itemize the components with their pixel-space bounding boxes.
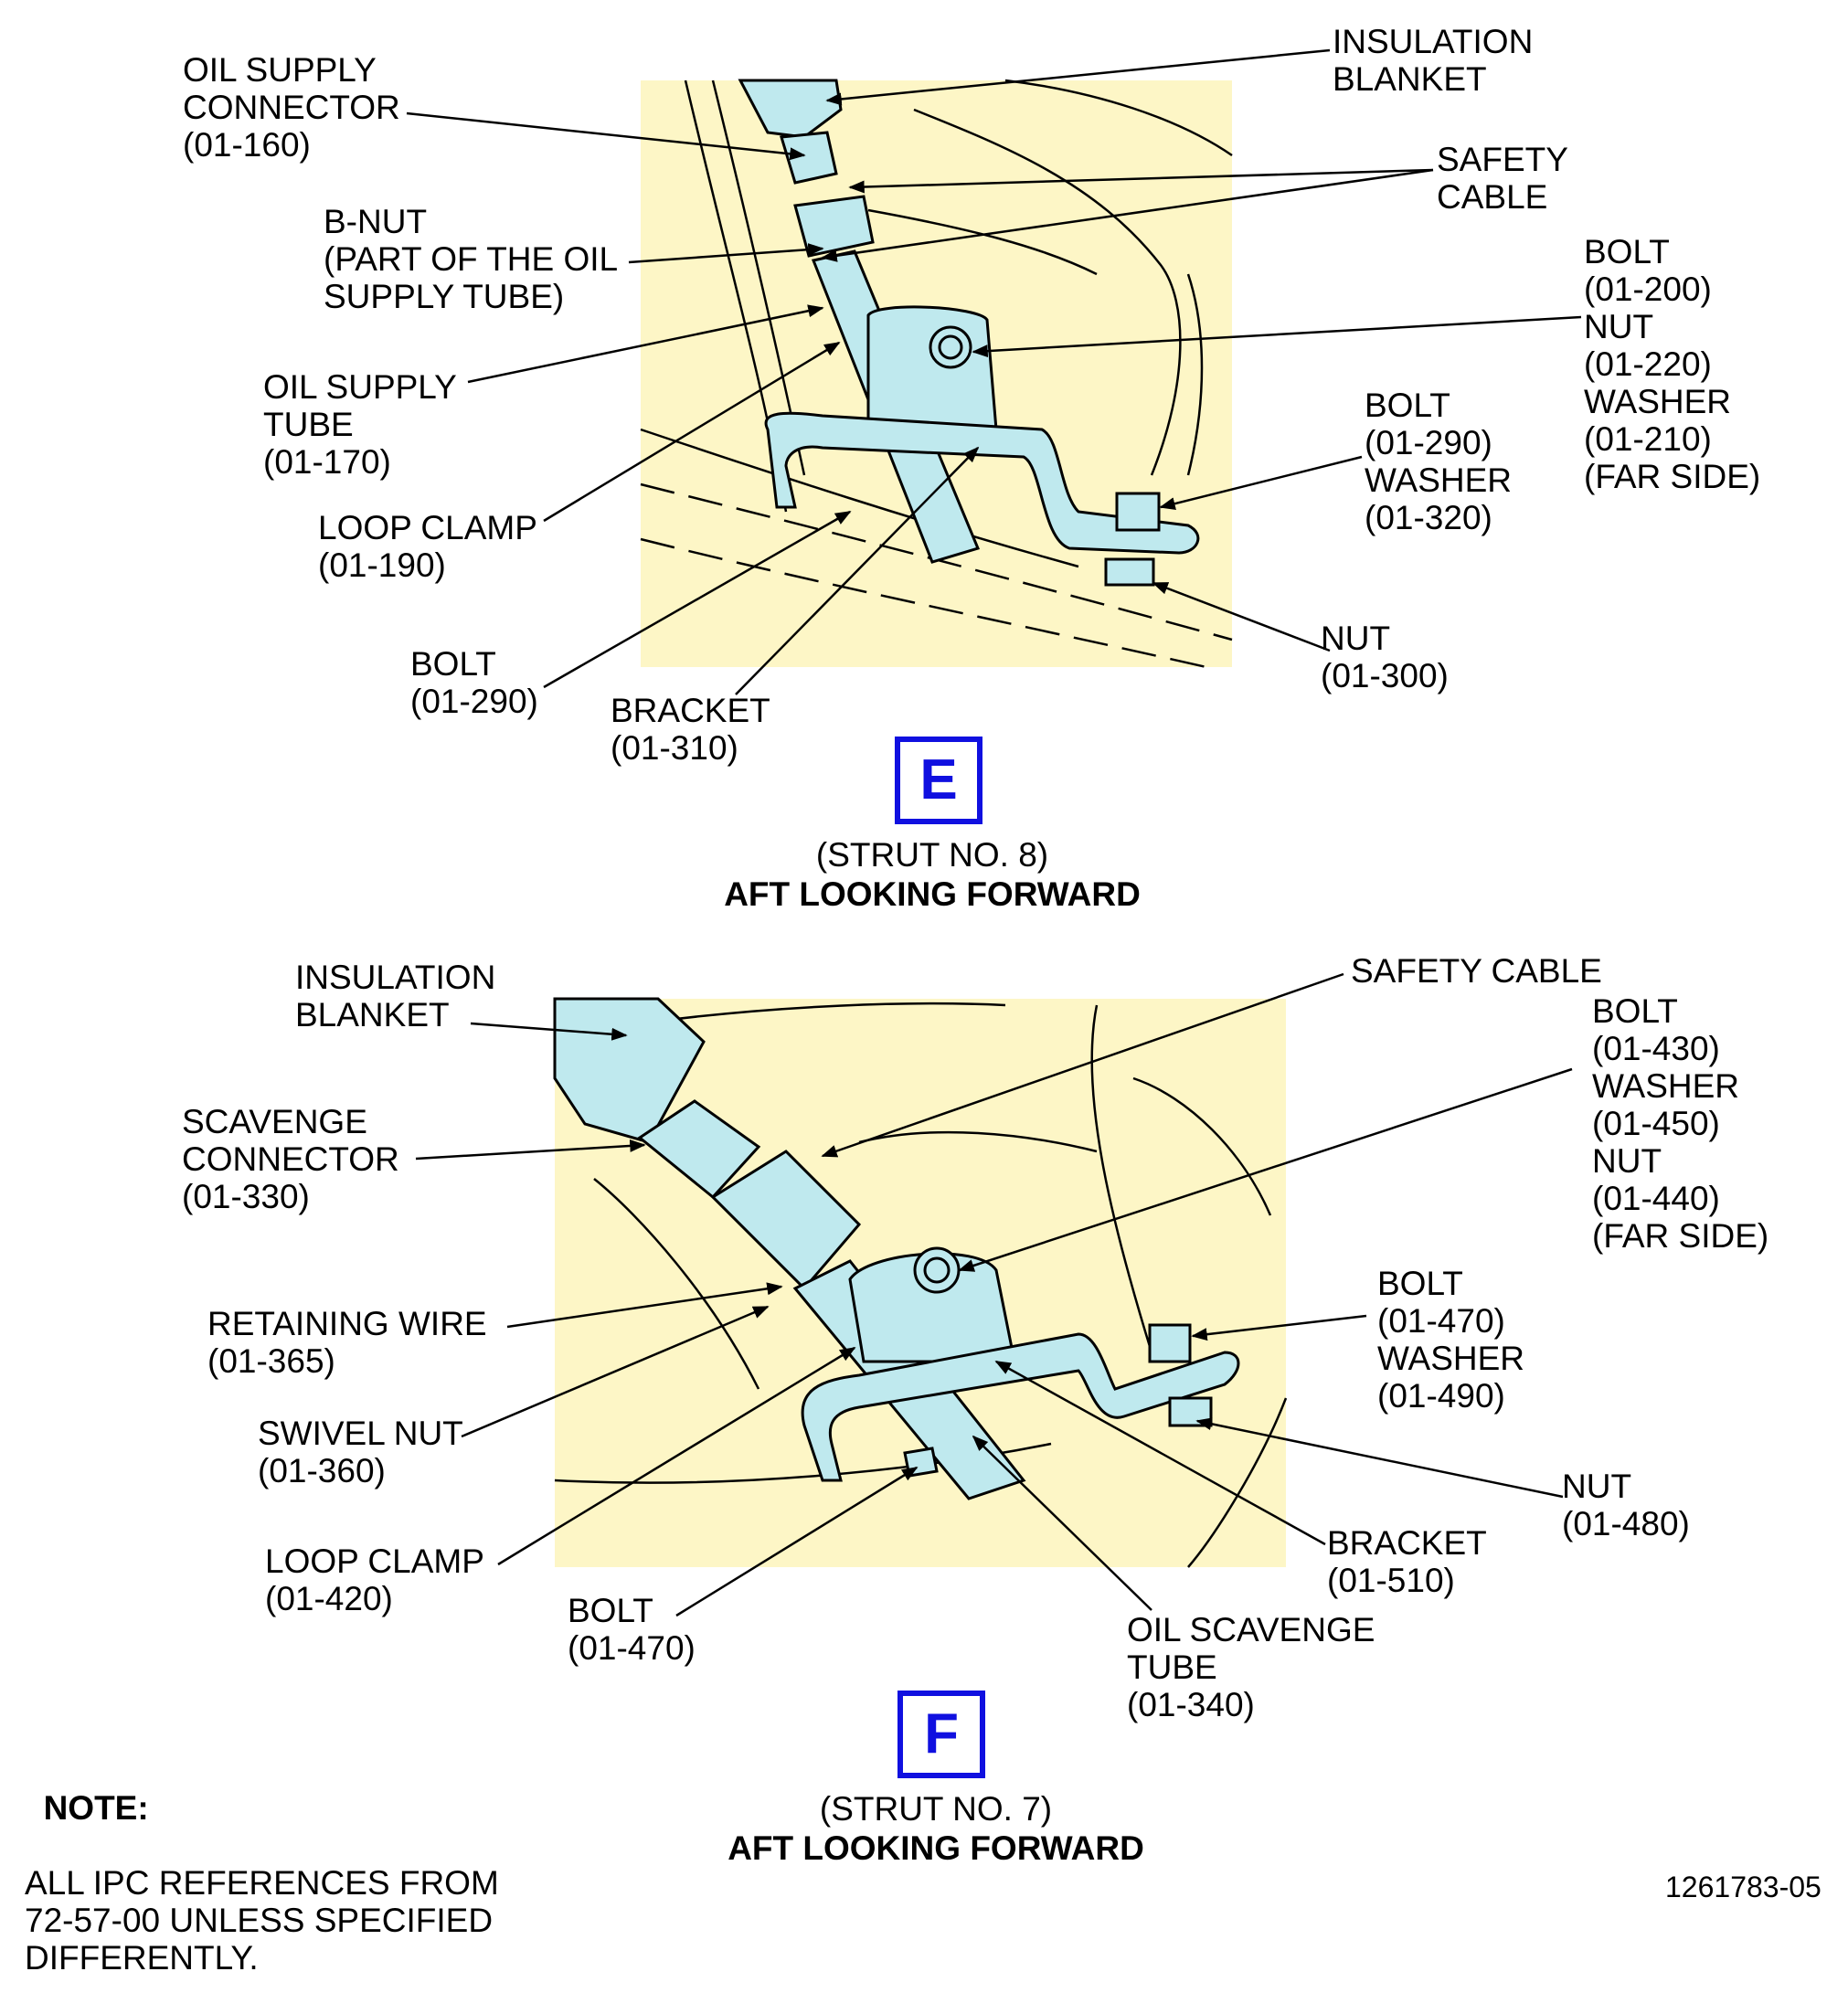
label-bracket-e: BRACKET (01-310) — [611, 692, 770, 767]
label-bolt-washer-f: BOLT (01-470) WASHER (01-490) — [1377, 1265, 1525, 1415]
bolt-01-200-shape — [929, 325, 972, 369]
label-oil-supply-tube: OIL SUPPLY TUBE (01-170) — [263, 368, 457, 481]
label-nut-f: NUT (01-480) — [1562, 1468, 1690, 1542]
label-swivel-nut: SWIVEL NUT (01-360) — [258, 1415, 463, 1489]
b-nut-shape — [793, 195, 875, 258]
label-oil-supply-connector: OIL SUPPLY CONNECTOR (01-160) — [183, 51, 400, 164]
scavenge-connector-shape — [637, 1099, 761, 1200]
label-bolt-e: BOLT (01-290) — [410, 645, 538, 720]
illustration — [406, 48, 1582, 1617]
bolt-01-290-washer-shape — [1115, 492, 1161, 532]
view-e-drawing — [406, 48, 1582, 695]
bracket-shape — [866, 305, 998, 431]
view-e-heading: AFT LOOKING FORWARD — [724, 875, 1141, 913]
label-scavenge-connector: SCAVENGE CONNECTOR (01-330) — [182, 1103, 399, 1215]
label-bolt-washer-e: BOLT (01-290) WASHER (01-320) — [1365, 387, 1513, 536]
figure-id: 1261783-05 — [1665, 1871, 1821, 1903]
label-bolt-washer-nut-f: BOLT (01-430) WASHER (01-450) NUT (01-44… — [1592, 992, 1769, 1255]
insulation-blanket-shape — [738, 79, 843, 139]
label-bolt-nut-washer-e: BOLT (01-200) NUT (01-220) WASHER (01-21… — [1584, 233, 1761, 495]
swivel-nut-shape — [710, 1150, 862, 1291]
view-e-subtitle: (STRUT NO. 8) — [815, 836, 1049, 874]
loop-clamp-f-shape — [801, 1332, 1240, 1482]
label-insulation-blanket-e: INSULATION BLANKET — [1333, 23, 1534, 98]
label-insulation-blanket-f: INSULATION BLANKET — [295, 959, 496, 1034]
view-f-heading: AFT LOOKING FORWARD — [728, 1829, 1144, 1867]
label-oil-scavenge-tube: OIL SCAVENGE TUBE (01-340) — [1127, 1611, 1375, 1723]
view-f-drawing — [415, 972, 1573, 1617]
view-f-subtitle: (STRUT NO. 7) — [819, 1790, 1053, 1828]
label-loop-clamp-e: LOOP CLAMP (01-190) — [318, 509, 537, 584]
bolt-01-430-shape — [913, 1246, 961, 1294]
label-safety-cable-e: SAFETY CABLE — [1437, 141, 1568, 216]
label-safety-cable-f: SAFETY CABLE — [1351, 952, 1602, 990]
note-block: NOTE: ALL IPC REFERENCES FROM 72-57-00 U… — [25, 1752, 499, 2014]
label-retaining-wire: RETAINING WIRE (01-365) — [207, 1305, 487, 1380]
view-f-title: (STRUT NO. 7) AFT LOOKING FORWARD — [643, 1789, 1228, 1868]
label-bracket-f: BRACKET (01-510) — [1327, 1524, 1487, 1599]
label-b-nut: B-NUT (PART OF THE OIL SUPPLY TUBE) — [324, 203, 619, 315]
loop-clamp-shape — [764, 411, 1200, 555]
bolt-01-470-washer-shape — [1148, 1323, 1192, 1363]
nut-01-300-shape — [1104, 557, 1155, 587]
label-loop-clamp-f: LOOP CLAMP (01-420) — [265, 1542, 484, 1617]
oil-supply-connector-shape — [780, 131, 838, 185]
label-bolt-f: BOLT (01-470) — [568, 1592, 696, 1667]
view-e-title: (STRUT NO. 8) AFT LOOKING FORWARD — [640, 835, 1225, 914]
label-nut-e: NUT (01-300) — [1321, 620, 1449, 694]
note-text: ALL IPC REFERENCES FROM 72-57-00 UNLESS … — [25, 1864, 499, 1977]
view-e-badge: E — [895, 737, 982, 824]
view-f-badge: F — [897, 1691, 985, 1778]
note-heading: NOTE: — [43, 1789, 149, 1827]
